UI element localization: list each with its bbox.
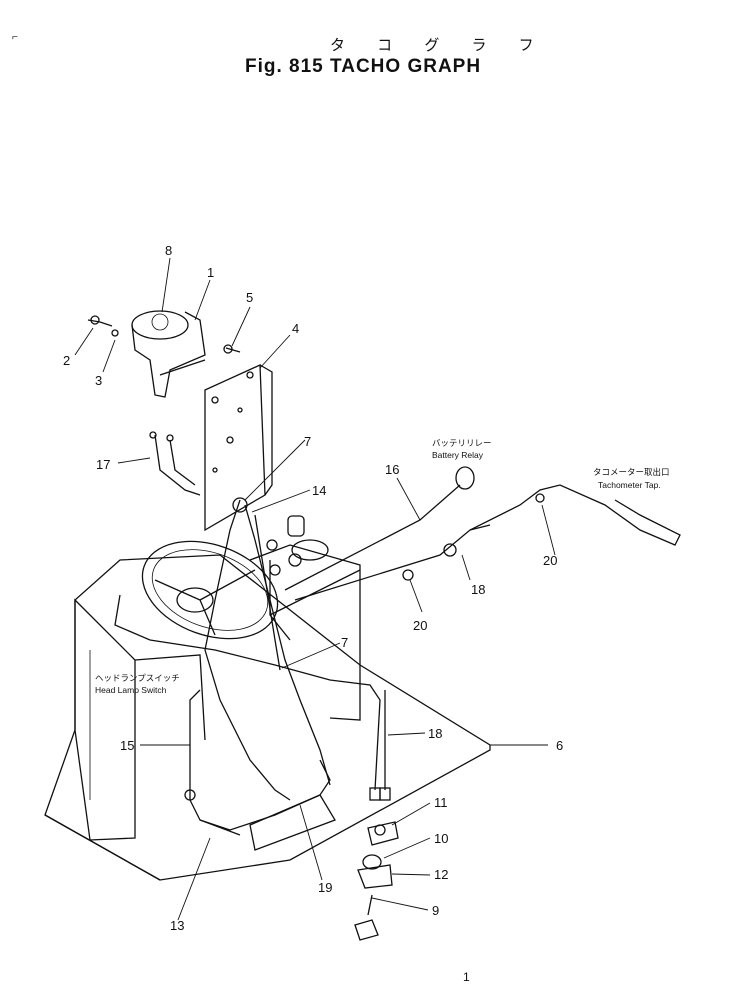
page-mark: 1 — [463, 970, 470, 984]
harness-14 — [204, 499, 291, 801]
part-9 — [367, 894, 373, 916]
part-11 — [367, 821, 399, 846]
battery-relay-label-jp: バッテリリレー — [432, 438, 492, 448]
head-lamp-label: Head Lamp Switch — [95, 685, 167, 695]
part-number-13: 13 — [170, 918, 185, 933]
part-number-17: 17 — [96, 457, 111, 472]
bracket-panel — [204, 364, 266, 532]
part-number-16: 16 — [385, 462, 400, 477]
corner-mark: ⌐ — [12, 32, 18, 43]
figure-title: Fig. 815 TACHO GRAPH — [245, 56, 482, 77]
cable-16 — [284, 484, 461, 591]
cable-13 — [199, 759, 331, 831]
part-number-2: 2 — [63, 353, 71, 368]
part-number-14: 14 — [312, 483, 327, 498]
part-number-20-left: 20 — [413, 618, 428, 633]
tachograph-unit — [131, 310, 189, 340]
washer-3 — [111, 329, 119, 337]
part-number-1: 1 — [207, 265, 215, 280]
part-number-15: 15 — [120, 738, 135, 753]
battery-relay-label: Battery Relay — [432, 450, 484, 460]
part-number-6: 6 — [556, 738, 564, 753]
part-number-10: 10 — [434, 831, 449, 846]
part-number-18-right: 18 — [471, 582, 486, 597]
part-number-12: 12 — [434, 867, 449, 882]
part-number-11: 11 — [434, 795, 448, 810]
part-10 — [362, 854, 382, 870]
head-lamp-label-jp: ヘッドランプスイッチ — [95, 673, 180, 683]
part-number-7-mid: 7 — [341, 635, 349, 650]
tacho-tap-label: Tachometer Tap. — [598, 480, 661, 490]
battery-relay — [455, 466, 475, 490]
steering-wheel — [141, 540, 279, 640]
part-number-3: 3 — [95, 373, 103, 388]
dashboard-box — [249, 544, 361, 721]
console-box — [74, 598, 136, 841]
bolt-2 — [87, 319, 113, 327]
part-number-5: 5 — [246, 290, 254, 305]
cable-18 — [294, 484, 681, 601]
part-12 — [357, 864, 393, 889]
cable-15 — [189, 689, 241, 836]
bolt-5 — [225, 347, 241, 353]
part-number-19: 19 — [318, 880, 333, 895]
tacho-tap-label-jp: タコメーター取出口 — [593, 467, 670, 477]
part-number-8: 8 — [165, 243, 173, 258]
clip-plate-19 — [249, 794, 336, 851]
part-number-18-lower: 18 — [428, 726, 443, 741]
part-number-4: 4 — [292, 321, 300, 336]
part-number-20-right: 20 — [543, 553, 558, 568]
part-number-9: 9 — [432, 903, 440, 918]
figure-title-japanese: タ コ グ ラ フ — [330, 37, 548, 54]
part-number-7-top: 7 — [304, 434, 312, 449]
dash-gauge — [291, 539, 329, 561]
cable-17 — [154, 434, 201, 496]
